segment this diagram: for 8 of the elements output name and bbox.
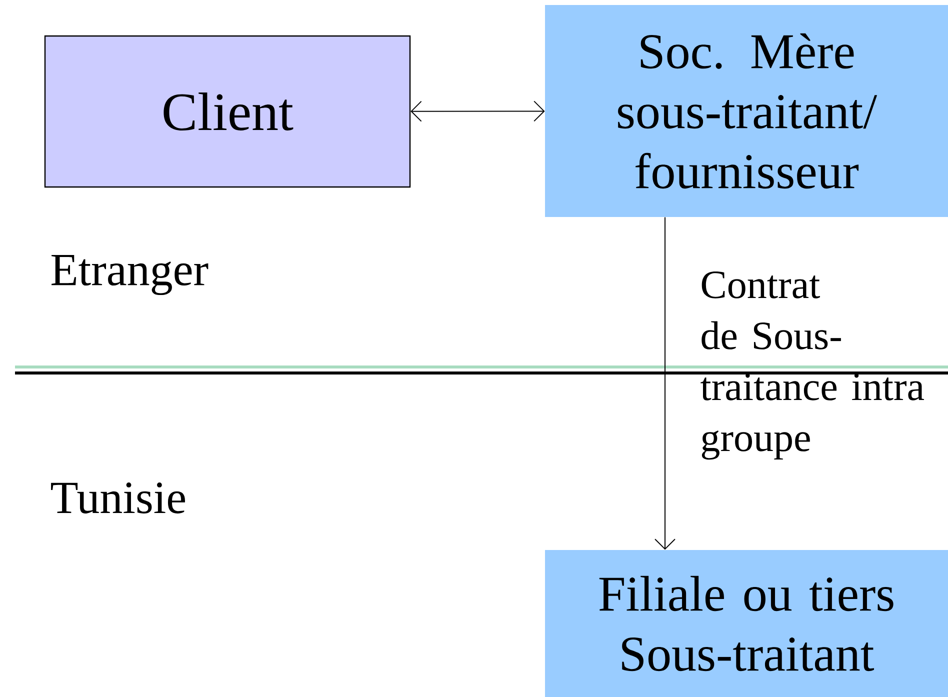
edge-label: Contrat de Sous-traitance intra groupe <box>700 272 924 460</box>
process-box: Soc. Mère sous-traitant/ fournisseur <box>545 5 948 217</box>
arrow <box>410 100 545 122</box>
process-box: Filiale ou tiers Sous-traitant <box>545 550 948 697</box>
region-label: Etranger <box>52 254 208 296</box>
client-box: Client <box>44 35 411 188</box>
region-label: Tunisie <box>51 482 185 514</box>
arrow <box>654 216 676 550</box>
